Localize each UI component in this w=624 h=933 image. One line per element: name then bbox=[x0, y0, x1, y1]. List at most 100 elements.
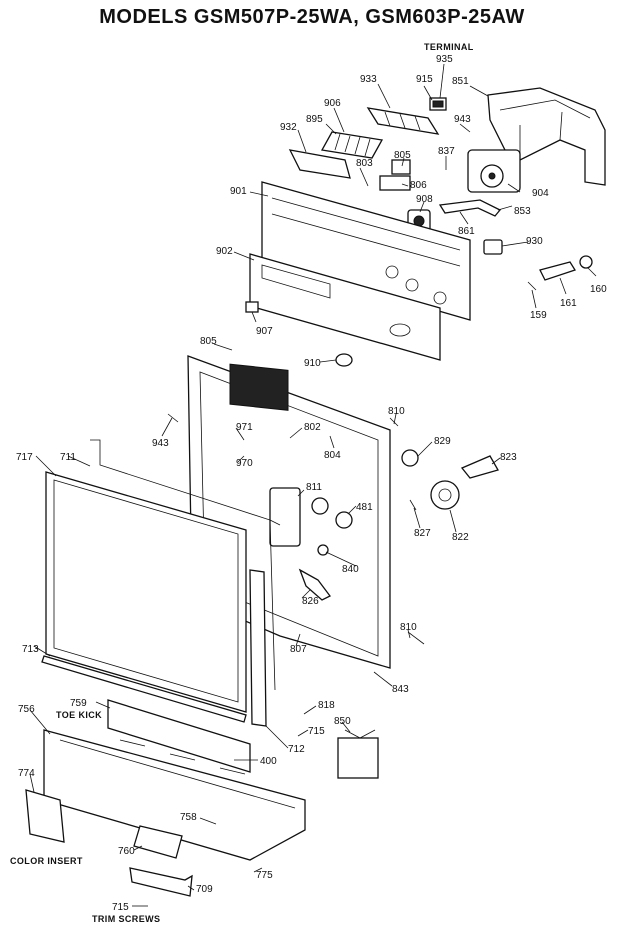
knob-822 bbox=[430, 480, 460, 510]
label-895: 895 bbox=[306, 114, 323, 125]
label-943-left: 943 bbox=[152, 438, 169, 449]
label-758: 758 bbox=[180, 812, 197, 823]
trim-screws-caption: TRIM SCREWS bbox=[92, 914, 160, 924]
control-panel-901 bbox=[261, 181, 471, 321]
lever-481 bbox=[335, 511, 353, 529]
washer-160 bbox=[579, 255, 593, 269]
label-400: 400 bbox=[260, 756, 277, 767]
label-826: 826 bbox=[302, 596, 319, 607]
screw-943 bbox=[167, 413, 179, 423]
label-906: 906 bbox=[324, 98, 341, 109]
label-160: 160 bbox=[590, 284, 607, 295]
switch-block-906 bbox=[320, 131, 384, 159]
label-827: 827 bbox=[414, 528, 431, 539]
label-711: 711 bbox=[60, 452, 76, 463]
label-810-top: 810 bbox=[388, 406, 405, 417]
label-853: 853 bbox=[514, 206, 531, 217]
terminal-block-part bbox=[429, 97, 447, 111]
door-liner-711 bbox=[90, 439, 281, 691]
bottom-trim-713 bbox=[41, 655, 247, 723]
bracket-932 bbox=[288, 149, 351, 179]
heat-shield-850 bbox=[337, 729, 379, 779]
label-851: 851 bbox=[452, 76, 469, 87]
toe-kick-caption: TOE KICK bbox=[56, 710, 102, 720]
dispenser-811 bbox=[269, 487, 329, 547]
label-756: 756 bbox=[18, 704, 35, 715]
label-908: 908 bbox=[416, 194, 433, 205]
label-822: 822 bbox=[452, 532, 469, 543]
label-811: 811 bbox=[306, 482, 322, 493]
latch-826 bbox=[298, 568, 331, 601]
label-970: 970 bbox=[236, 458, 253, 469]
label-774: 774 bbox=[18, 768, 35, 779]
label-843: 843 bbox=[392, 684, 409, 695]
label-933: 933 bbox=[360, 74, 377, 85]
bracket-760 bbox=[133, 825, 183, 859]
label-850: 850 bbox=[334, 716, 351, 727]
switch-161 bbox=[539, 261, 576, 281]
grommet-910 bbox=[335, 353, 353, 367]
label-902: 902 bbox=[216, 246, 233, 257]
screw-810b bbox=[407, 631, 425, 645]
label-930: 930 bbox=[526, 236, 543, 247]
label-840: 840 bbox=[342, 564, 359, 575]
label-159: 159 bbox=[530, 310, 547, 321]
label-837: 837 bbox=[438, 146, 455, 157]
label-715-right: 715 bbox=[308, 726, 325, 737]
label-709: 709 bbox=[196, 884, 213, 895]
clip-907 bbox=[245, 301, 259, 313]
spring-840 bbox=[317, 544, 329, 556]
label-907: 907 bbox=[256, 326, 273, 337]
handle-823 bbox=[460, 455, 499, 479]
terminal-cover-part bbox=[487, 87, 606, 186]
label-810-bottom: 810 bbox=[400, 622, 417, 633]
hinge-829 bbox=[401, 449, 419, 467]
label-805-top: 805 bbox=[394, 150, 411, 161]
toe-kick-panel-756 bbox=[43, 729, 306, 861]
label-932: 932 bbox=[280, 122, 297, 133]
panel-trim-902 bbox=[249, 253, 441, 361]
side-trim-712 bbox=[249, 569, 267, 727]
label-712: 712 bbox=[288, 744, 305, 755]
label-901: 901 bbox=[230, 186, 247, 197]
label-802: 802 bbox=[304, 422, 321, 433]
color-insert-caption: COLOR INSERT bbox=[10, 856, 83, 866]
label-805-bottom: 805 bbox=[200, 336, 217, 347]
label-759: 759 bbox=[70, 698, 87, 709]
label-861: 861 bbox=[458, 226, 475, 237]
label-915: 915 bbox=[416, 74, 433, 85]
label-803: 803 bbox=[356, 158, 373, 169]
outer-door-panel-713 bbox=[45, 471, 247, 713]
terminal-caption: TERMINAL bbox=[424, 42, 474, 52]
label-775: 775 bbox=[256, 870, 273, 881]
label-823: 823 bbox=[500, 452, 517, 463]
label-804: 804 bbox=[324, 450, 341, 461]
label-807: 807 bbox=[290, 644, 307, 655]
toe-kick-759 bbox=[107, 699, 251, 773]
screw-827 bbox=[409, 499, 417, 511]
actuator-861 bbox=[438, 199, 502, 217]
leader-lines bbox=[29, 63, 597, 907]
label-971: 971 bbox=[236, 422, 253, 433]
control-strip-933 bbox=[366, 107, 440, 135]
knob-930 bbox=[483, 239, 503, 255]
label-818: 818 bbox=[318, 700, 335, 711]
label-161: 161 bbox=[560, 298, 577, 309]
label-935: 935 bbox=[436, 54, 453, 65]
label-806: 806 bbox=[410, 180, 427, 191]
screw-159 bbox=[527, 281, 537, 291]
timer-assembly-part bbox=[467, 149, 521, 193]
label-760: 760 bbox=[118, 846, 135, 857]
color-insert-774 bbox=[25, 789, 65, 843]
relay-805 bbox=[379, 159, 411, 191]
label-713: 713 bbox=[22, 644, 39, 655]
label-717: 717 bbox=[16, 452, 33, 463]
diagram-title: MODELS GSM507P-25WA, GSM603P-25AW bbox=[99, 6, 525, 28]
label-481: 481 bbox=[356, 502, 373, 513]
label-829: 829 bbox=[434, 436, 451, 447]
label-943-top: 943 bbox=[454, 114, 471, 125]
label-910: 910 bbox=[304, 358, 321, 369]
panel-709 bbox=[129, 867, 193, 897]
label-715-bottom: 715 bbox=[112, 902, 129, 913]
